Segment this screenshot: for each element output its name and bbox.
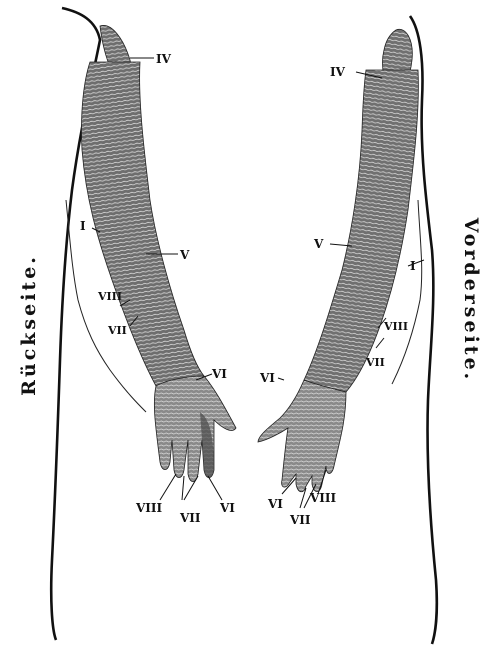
label-right-vii-finger: VII xyxy=(289,513,311,527)
label-right-iv: IV xyxy=(330,65,346,79)
label-left-v: V xyxy=(179,248,190,262)
label-right-viii-arm: VIII xyxy=(383,320,408,333)
label-right-vi-finger: VI xyxy=(267,497,283,511)
front-view xyxy=(258,16,437,644)
back-view xyxy=(51,8,236,640)
label-left-vii-finger: VII xyxy=(179,511,201,525)
label-left-vi-finger: VI xyxy=(219,501,235,515)
label-left-vii-arm: VII xyxy=(107,324,127,337)
front-hand xyxy=(258,380,346,492)
back-side-title: Rückseite. xyxy=(18,254,40,396)
label-right-viii-finger: VIII xyxy=(309,491,337,505)
label-right-vi-hand: VI xyxy=(259,371,275,385)
label-left-i: I xyxy=(80,219,86,233)
back-arm xyxy=(81,62,204,389)
front-arm xyxy=(304,70,418,392)
label-right-v: V xyxy=(313,237,324,251)
label-left-viii-finger: VIII xyxy=(135,501,163,515)
back-hand xyxy=(154,376,236,482)
label-left-iv: IV xyxy=(156,52,172,66)
label-right-i: I xyxy=(410,259,416,273)
front-side-title: Vorderseite. xyxy=(460,217,482,383)
label-right-vii-arm: VII xyxy=(365,356,385,369)
label-left-viii-arm: VIII xyxy=(97,290,122,303)
label-left-vi-hand: VI xyxy=(211,367,227,381)
